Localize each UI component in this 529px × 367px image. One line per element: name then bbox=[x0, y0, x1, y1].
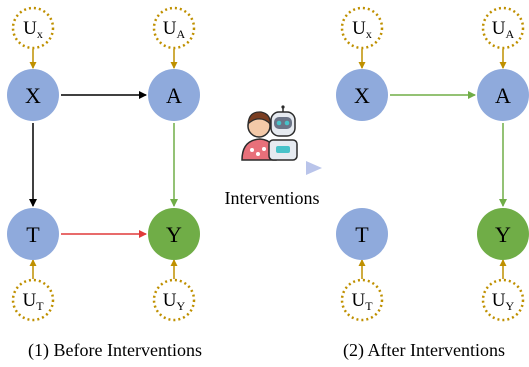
svg-text:Ux: Ux bbox=[23, 18, 43, 41]
u-node-uy: UY bbox=[152, 278, 196, 322]
svg-text:A: A bbox=[495, 83, 511, 108]
node-t-after: T bbox=[336, 208, 388, 260]
svg-text:UA: UA bbox=[163, 18, 186, 41]
node-t: T bbox=[7, 208, 59, 260]
svg-text:Y: Y bbox=[495, 222, 511, 247]
svg-text:Ux: Ux bbox=[352, 18, 372, 41]
u-node-uy-after: UY bbox=[481, 278, 525, 322]
interventions-label: Interventions bbox=[225, 188, 320, 208]
panel-before: Ux UA UT UY X A bbox=[7, 6, 202, 361]
center-intervention: Interventions bbox=[222, 105, 322, 208]
u-node-ux-after: Ux bbox=[340, 6, 384, 50]
caption-after: (2) After Interventions bbox=[343, 340, 505, 361]
node-x-after: X bbox=[336, 69, 388, 121]
svg-text:UA: UA bbox=[492, 18, 515, 41]
svg-text:UY: UY bbox=[163, 290, 186, 313]
human-robot-icon bbox=[241, 105, 298, 161]
node-y: Y bbox=[148, 208, 200, 260]
node-a-after: A bbox=[477, 69, 529, 121]
u-node-ua: UA bbox=[152, 6, 196, 50]
panel-after: Ux UA UT UY X A bbox=[336, 6, 529, 361]
svg-text:Y: Y bbox=[166, 222, 182, 247]
svg-text:X: X bbox=[25, 83, 41, 108]
u-node-ut-after: UT bbox=[340, 278, 384, 322]
u-node-ux: Ux bbox=[11, 6, 55, 50]
svg-text:X: X bbox=[354, 83, 370, 108]
svg-text:T: T bbox=[26, 222, 40, 247]
node-x: X bbox=[7, 69, 59, 121]
u-node-ua-after: UA bbox=[481, 6, 525, 50]
intervention-arrow bbox=[222, 161, 322, 175]
node-a: A bbox=[148, 69, 200, 121]
u-node-ut: UT bbox=[11, 278, 55, 322]
svg-text:A: A bbox=[166, 83, 182, 108]
svg-text:UY: UY bbox=[492, 290, 515, 313]
node-y-after: Y bbox=[477, 208, 529, 260]
svg-text:UT: UT bbox=[22, 290, 44, 313]
svg-text:T: T bbox=[355, 222, 369, 247]
caption-before: (1) Before Interventions bbox=[28, 340, 202, 361]
svg-text:UT: UT bbox=[351, 290, 373, 313]
